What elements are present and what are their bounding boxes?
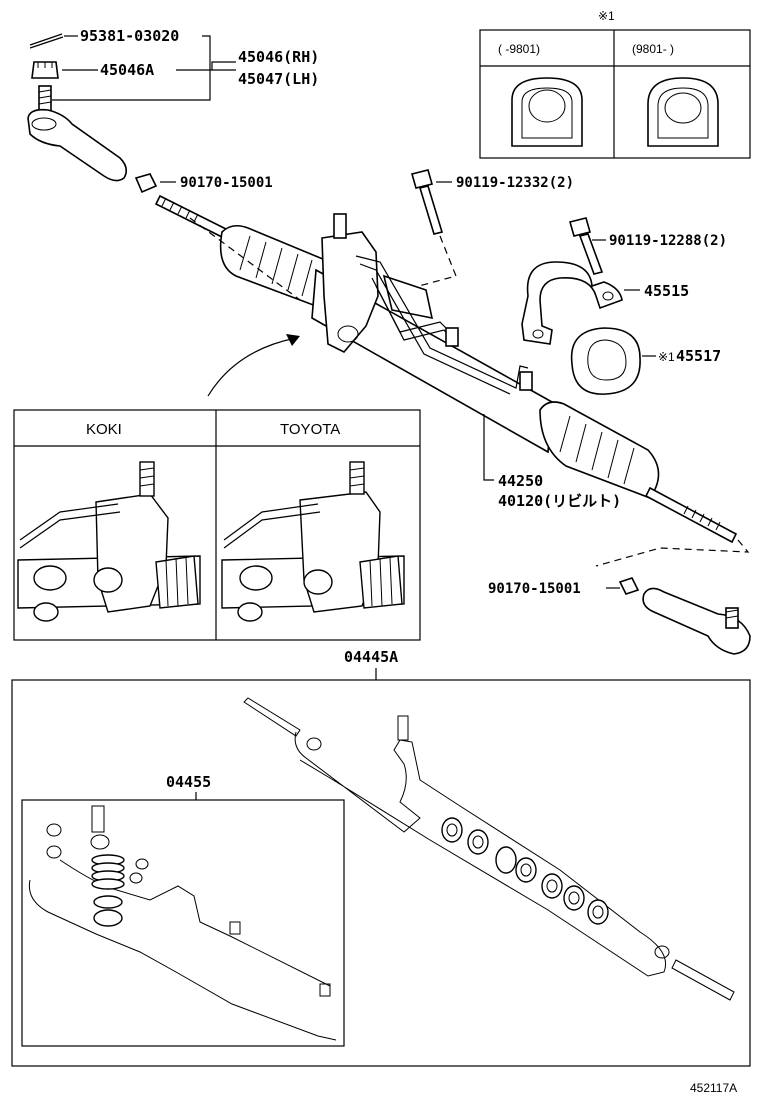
gasket-kit-frame (11, 679, 751, 1067)
tie-rod-end-body-icon (27, 108, 128, 182)
inset-col-right: (9801- ) (632, 42, 674, 56)
bracket-group (521, 261, 623, 345)
seal-rings (441, 817, 609, 925)
inset-col-left: ( -9801) (498, 42, 540, 56)
bushing-late-icon (647, 77, 719, 147)
tie-rod-thread-left-icon (154, 194, 234, 242)
pointer-arrow (207, 337, 297, 397)
catalog-number: 452117A (690, 1081, 737, 1095)
tie-rod-end-right (618, 577, 751, 655)
callout-lock-nut-top: 90170-15001 (180, 175, 273, 191)
callout-bolt-a: 90119-12332(2) (456, 175, 574, 191)
toyota-valve-icon (221, 461, 405, 622)
bushing-group (570, 327, 641, 395)
callout-gear-assy: 44250 (498, 472, 543, 490)
pinion-shaft-icon (333, 213, 347, 239)
koki-valve-icon (17, 461, 201, 622)
tie-rod-thread-right-icon (644, 486, 738, 544)
steering-gear-assembly (154, 194, 750, 567)
callout-bolt-b: 90119-12288(2) (609, 233, 727, 249)
callout-tie-rod-end-rh: 45046(RH) (238, 48, 319, 66)
tie-rod-end-left (27, 33, 158, 194)
valve-spring-icon (91, 854, 125, 927)
maker-toyota-label: TOYOTA (280, 421, 340, 438)
lock-nut-bottom-icon (618, 577, 640, 595)
cotter-pin-icon (29, 33, 64, 49)
rack-housing-icon (311, 268, 553, 454)
maker-koki-label: KOKI (86, 421, 122, 438)
bushing-note-mark: ※1 (658, 350, 675, 364)
bolt-a-head-icon (411, 169, 433, 189)
stabilizer-bracket-icon (521, 261, 623, 345)
callout-tie-rod-end-lh: 45047(LH) (238, 70, 319, 88)
boot-right-icon (539, 401, 660, 499)
callout-lock-nut-bottom: 90170-15001 (488, 581, 581, 597)
callout-sub-kit: 04455 (166, 773, 211, 791)
gasket-kit-gear-outline (243, 697, 735, 1001)
sub-kit-valve-outline (28, 805, 337, 1041)
tie-rod-end-body-right-icon (642, 587, 751, 655)
maker-comparison-table: KOKI TOYOTA (13, 409, 421, 641)
control-valve-body-icon (321, 231, 379, 353)
callout-bracket: 45515 (644, 282, 689, 300)
callout-cotter-pin: 95381-03020 (80, 27, 179, 45)
bolt-b-head-icon (569, 217, 591, 237)
bolt-b-group (569, 217, 604, 275)
bolt-a-group (403, 169, 457, 291)
bushing-variant-inset: ※1 ( -9801) (9801- ) (479, 9, 751, 159)
rack-bushing-icon (570, 327, 641, 395)
inset-mark: ※1 (598, 9, 615, 23)
callout-gasket-kit: 04445A (344, 648, 398, 666)
callout-bushing: 45517 (676, 347, 721, 365)
callout-castle-nut: 45046A (100, 61, 154, 79)
bushing-early-icon (511, 77, 583, 147)
callout-gear-rebuilt: 40120(リビルト) (498, 492, 621, 510)
sub-kit-frame (21, 799, 345, 1047)
lock-nut-top-icon (134, 173, 158, 194)
